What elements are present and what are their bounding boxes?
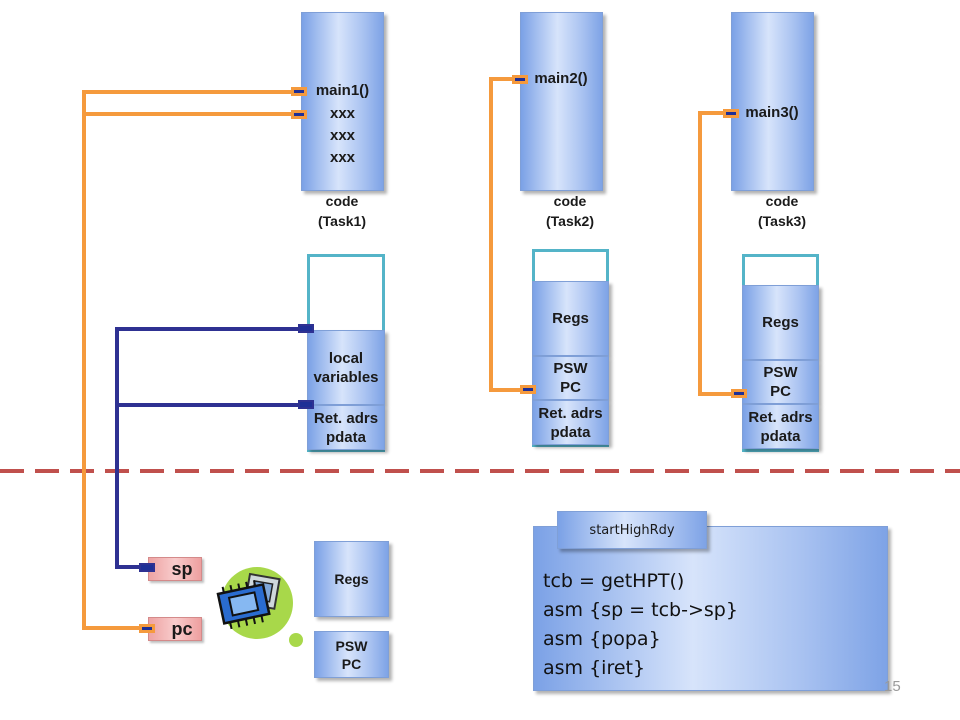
task2-ret-adrs-block: Ret. adrs pdata <box>532 400 609 445</box>
cpu-chip-icon <box>216 567 303 647</box>
task2-regs-block: Regs <box>532 281 609 356</box>
start-high-rdy-tab: startHighRdy <box>557 511 707 549</box>
task1-local-variables-block: local variables <box>307 330 385 405</box>
task1-code-line-main1: main1() <box>315 82 370 99</box>
task1-ret-pointer-marker <box>298 400 314 409</box>
pc-register-marker <box>139 624 155 633</box>
routine-line: asm {iret} <box>543 657 646 679</box>
task3-pc-pointer-marker <box>731 389 747 398</box>
task1-code-block <box>301 12 384 191</box>
pc-to-main1-wire <box>82 90 300 630</box>
task1-ret-adrs-block: Ret. adrs pdata <box>307 405 385 450</box>
routine-line: tcb = getHPT() <box>543 570 685 592</box>
sp-register-marker <box>139 563 155 572</box>
sp-to-local-variables-wire <box>115 327 300 569</box>
routine-line: asm {popa} <box>543 628 661 650</box>
page-number: 15 <box>884 678 901 695</box>
task3-main3-pointer-marker <box>723 109 739 118</box>
task3-code-caption: code (Task3) <box>758 193 806 229</box>
task2-code-caption: code (Task2) <box>546 193 594 229</box>
start-high-rdy-code-box <box>533 526 888 691</box>
task3-ret-adrs-block: Ret. adrs pdata <box>742 404 819 449</box>
task2-code-line-main2: main2() <box>534 70 588 87</box>
task3-regs-block: Regs <box>742 285 819 360</box>
task1-local-pointer-marker <box>298 324 314 333</box>
task1-code-line-xxx: xxx <box>329 127 356 144</box>
task1-code-caption: code (Task1) <box>318 193 366 229</box>
task2-psw-pc-block: PSW PC <box>532 356 609 400</box>
task3-code-block <box>731 12 814 191</box>
task3-code-line-main3: main3() <box>745 104 799 121</box>
task1-main1-pointer-marker <box>291 87 307 96</box>
pc-register: pc <box>148 617 202 641</box>
task3-pc-to-main3-wire <box>698 111 731 396</box>
routine-line: asm {sp = tcb->sp} <box>543 599 738 621</box>
task2-main2-pointer-marker <box>512 75 528 84</box>
task1-xxx-pointer-marker <box>291 110 307 119</box>
sp-register: sp <box>148 557 202 581</box>
task2-code-block <box>520 12 603 191</box>
cpu-regs-block: Regs <box>314 541 389 617</box>
task3-psw-pc-block: PSW PC <box>742 360 819 404</box>
cpu-psw-pc-block: PSW PC <box>314 631 389 678</box>
task1-code-line-xxx: xxx <box>329 105 356 122</box>
task2-pc-to-main2-wire <box>489 77 520 392</box>
task1-code-line-xxx: xxx <box>329 149 356 166</box>
routine-code-lines: tcb = getHPT() asm {sp = tcb->sp} asm {p… <box>543 567 738 683</box>
task2-pc-pointer-marker <box>520 385 536 394</box>
